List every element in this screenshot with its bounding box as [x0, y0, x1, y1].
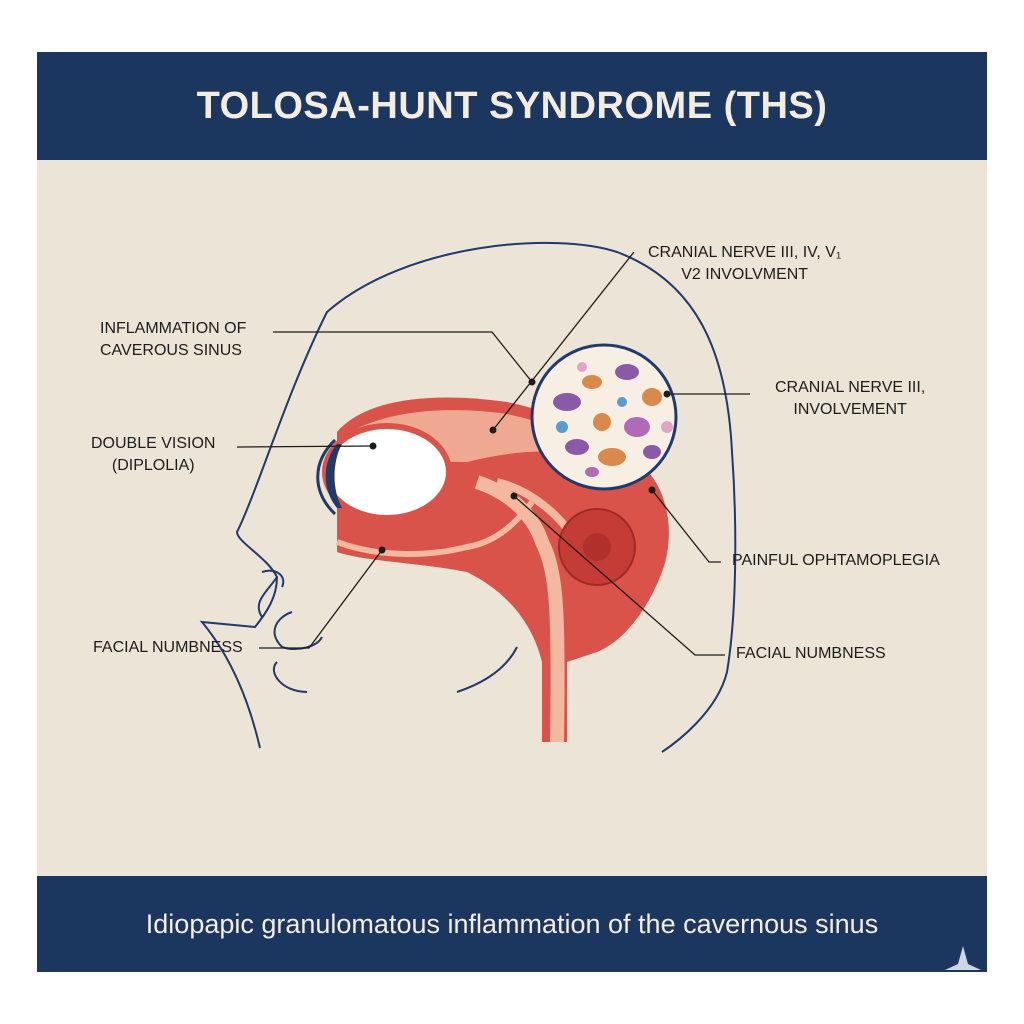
- leader-painful: [651, 489, 721, 563]
- label-cranial-right-line2: INVOLVEMENT: [793, 401, 907, 418]
- label-inflammation-line1: INFLAMMATION OF: [100, 320, 247, 337]
- label-inflammation-line2: CAVEROUS SINUS: [100, 342, 242, 359]
- label-cranial-top-line2: V2 INVOLVMENT: [681, 266, 809, 283]
- leader-inflammation: [273, 331, 533, 383]
- infographic-panel: TOLOSA-HUNT SYNDROME (THS) Idiopapic gra…: [37, 52, 987, 972]
- marker-facial-right: [510, 492, 518, 500]
- leader-facial-right: [513, 495, 725, 656]
- tissue-band-lower: [335, 500, 535, 557]
- magnifier-lens: [530, 343, 678, 491]
- subtitle: Idiopapic granulomatous inflammation of …: [145, 908, 879, 939]
- marker-double-vision: [369, 442, 377, 450]
- label-cranial-top-line1: CRANIAL NERVE III, IV, V₁: [648, 244, 842, 261]
- leader-cranial-top: [492, 251, 635, 431]
- label-facial-numbness-left: FACIAL NUMBNESS: [93, 639, 243, 656]
- page-title: TOLOSA-HUNT SYNDROME (THS): [196, 84, 828, 127]
- eyeball: [322, 423, 452, 521]
- leader-facial-left: [259, 549, 383, 649]
- footer-bar: Idiopapic granulomatous inflammation of …: [37, 876, 987, 972]
- ganglion-core: [583, 533, 611, 561]
- label-cranial-top: CRANIAL NERVE III, IV, V₁ V2 INVOLVMENT: [648, 242, 841, 286]
- marker-cranial-right: [663, 390, 671, 398]
- sparkle-icon: [945, 946, 981, 970]
- head-outline: [199, 241, 737, 753]
- label-facial-numbness-right: FACIAL NUMBNESS: [736, 645, 886, 662]
- marker-painful: [648, 486, 656, 494]
- marker-inflammation: [528, 378, 536, 386]
- face-profile: [257, 576, 323, 693]
- marker-facial-left: [378, 546, 386, 554]
- anatomy-illustration: [199, 241, 750, 753]
- jaw-line: [456, 646, 518, 693]
- label-double-vision-line1: DOUBLE VISION: [91, 435, 216, 452]
- nerve-band: [474, 475, 565, 743]
- nostril: [261, 569, 285, 588]
- label-cranial-right: CRANIAL NERVE III, INVOLVEMENT: [775, 377, 925, 421]
- label-double-vision: DOUBLE VISION (DIPLOLIA): [91, 433, 215, 477]
- iris: [325, 444, 342, 508]
- label-painful-ophthalmoplegia: PAINFUL OPHTAMOPLEGIA: [732, 552, 940, 569]
- label-double-vision-line2: (DIPLOLIA): [111, 457, 195, 474]
- leader-double-vision: [236, 445, 374, 448]
- marker-cranial-top: [489, 426, 497, 434]
- label-inflammation: INFLAMMATION OF CAVEROUS SINUS: [100, 318, 246, 362]
- title-bar: TOLOSA-HUNT SYNDROME (THS): [37, 52, 987, 160]
- label-cranial-right-line1: CRANIAL NERVE III,: [775, 379, 926, 396]
- cell-lens-contents: [532, 345, 676, 489]
